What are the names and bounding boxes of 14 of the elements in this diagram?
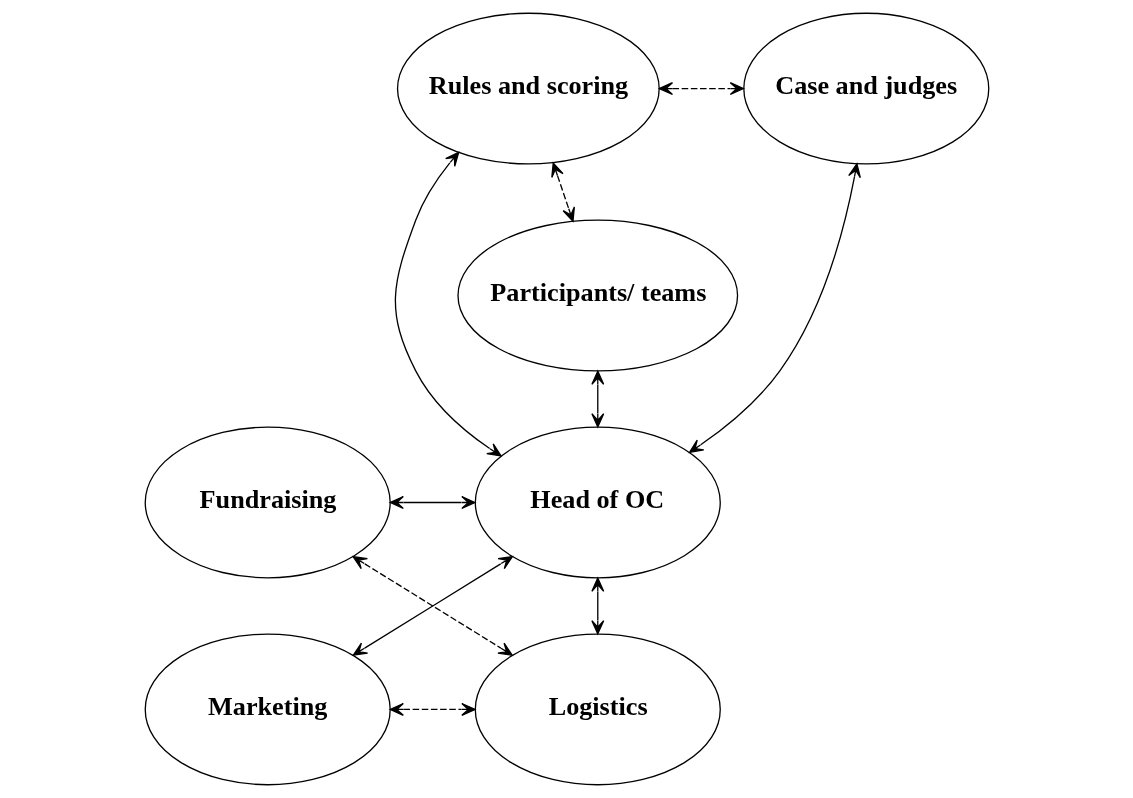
node-ellipse: Participants/ teams — [456, 219, 738, 372]
arrow — [590, 370, 604, 428]
arrow — [658, 82, 744, 96]
arrow — [389, 702, 476, 716]
arrow — [688, 163, 861, 453]
node-ellipse: Logistics — [474, 633, 721, 786]
node-ellipse: Fundraising — [144, 426, 391, 579]
node-ellipse: Marketing — [144, 633, 391, 786]
node-ellipse: Head of OC — [474, 426, 721, 579]
node-ellipse: Case and judges — [742, 12, 989, 165]
arrow — [389, 495, 476, 510]
arrow — [590, 577, 604, 635]
arrow — [550, 162, 575, 222]
arrow — [394, 151, 502, 457]
